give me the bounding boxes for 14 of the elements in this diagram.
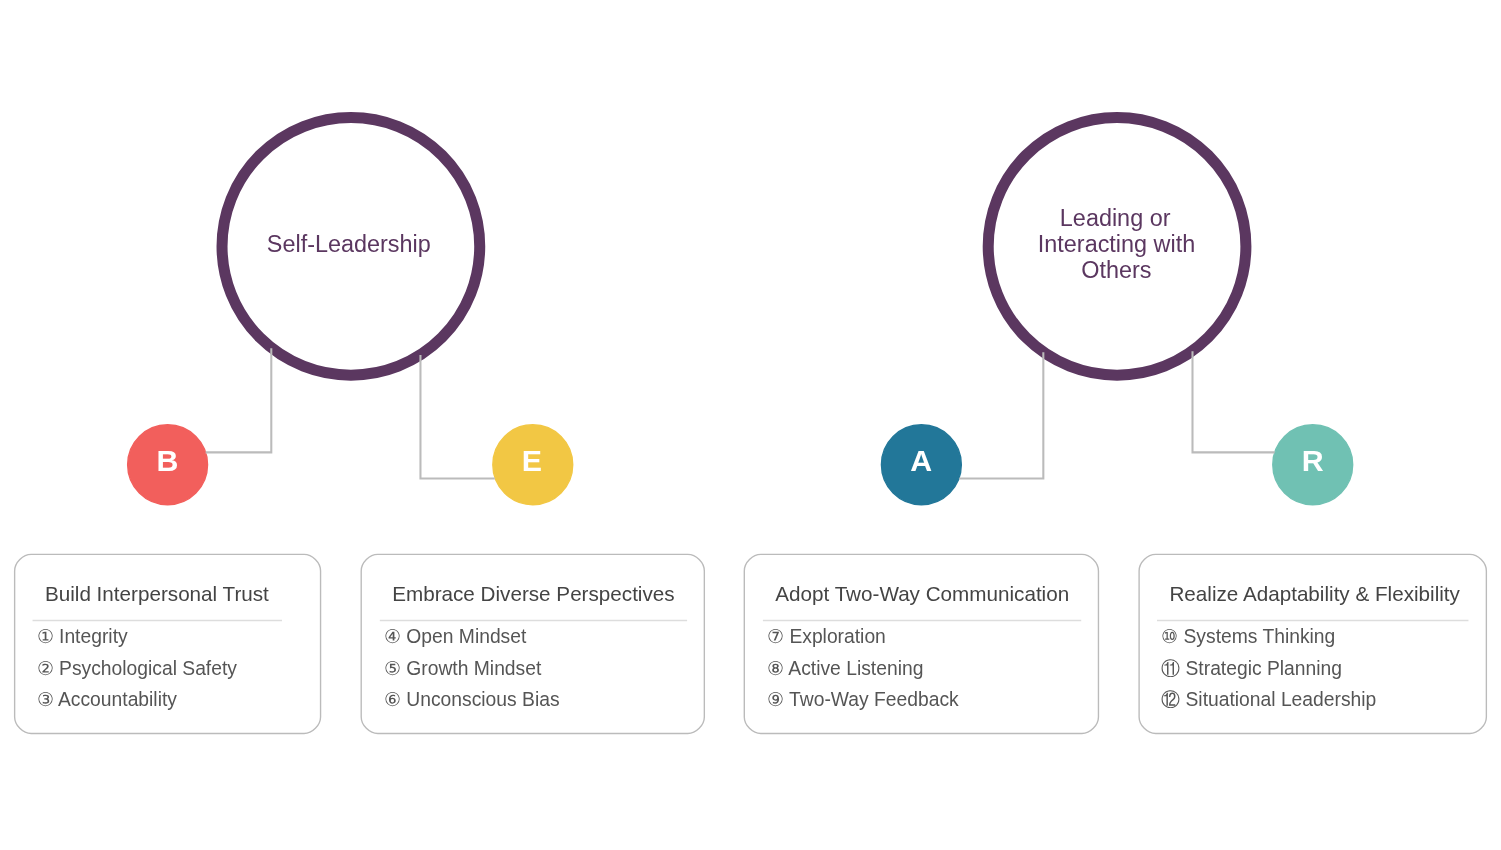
node-box: Realize Adaptability & Flexibility ⑩ Systems Thinking ⑪ Strategic Planning ⑫ Situational Leadership xyxy=(1138,553,1488,734)
node-box: Adopt Two-Way Communication ⑦ Exploration ⑧ Active Listening ⑨ Two-Way Feedback xyxy=(743,553,1100,734)
connector xyxy=(205,347,273,453)
connector xyxy=(419,354,495,480)
node-circle: Leading or Interacting with Others xyxy=(982,111,1252,381)
node-circle: E xyxy=(492,423,574,505)
node-circle: B xyxy=(126,423,209,505)
node-circle: R xyxy=(1272,423,1354,505)
node-circle: Self-Leadership xyxy=(216,111,486,381)
node-circle: A xyxy=(880,423,963,505)
connector xyxy=(1191,350,1275,453)
node-box: Embrace Diverse Perspectives ④ Open Mindset ⑤ Growth Mindset ⑥ Unconscious Bias xyxy=(360,553,706,734)
node-box: Build Interpersonal Trust ① Integrity ② Psychological Safety ③ Accountability xyxy=(13,553,322,734)
connector xyxy=(959,351,1045,480)
